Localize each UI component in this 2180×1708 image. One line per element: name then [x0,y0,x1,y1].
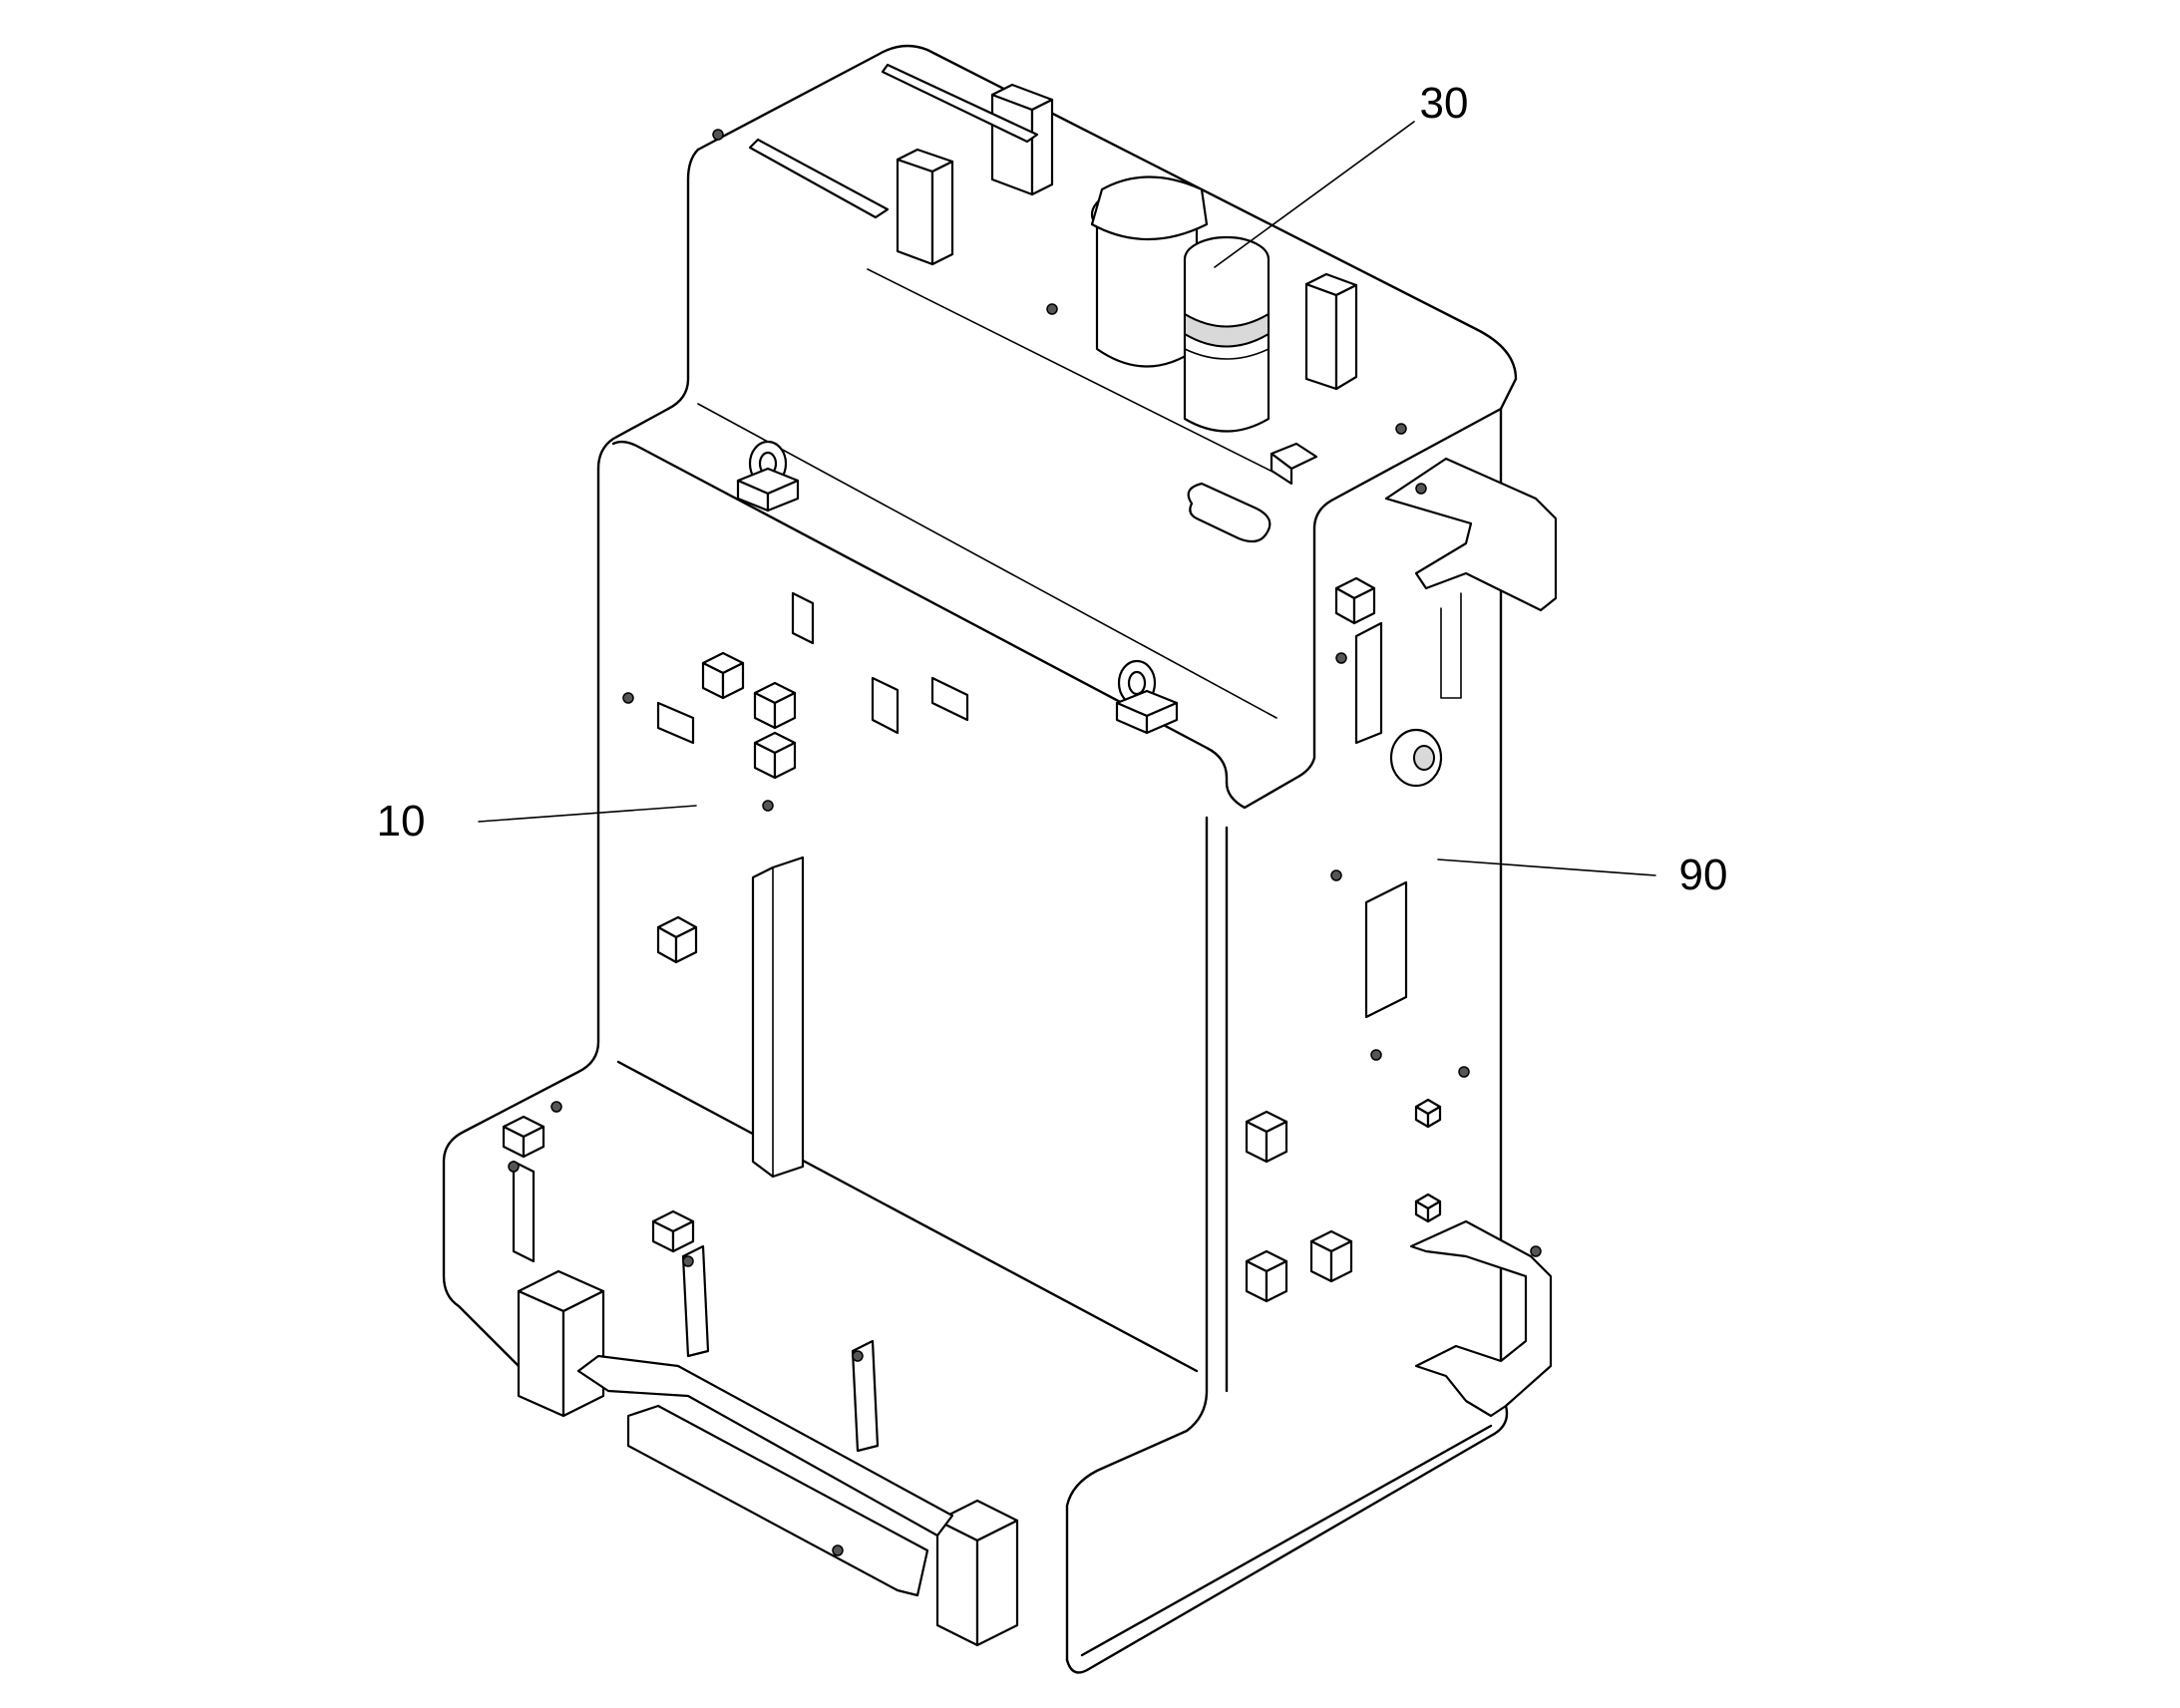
callout-90: 90 [1437,851,1728,899]
lifting-eye-left [736,440,800,512]
tank-body [442,44,1518,1674]
front-channel-bracket [751,855,805,1179]
callout-10: 10 [377,797,697,846]
leader-line-90 [1437,858,1656,876]
front-mounting-blocks [656,591,969,964]
top-mounting-hardware [748,63,1358,486]
callout-label-10: 10 [377,797,426,846]
lifting-eye-right [1115,659,1179,735]
leader-line-10 [478,805,697,823]
callout-label-30: 30 [1420,79,1469,128]
bolts [508,129,1542,1556]
breather-filter [1183,235,1271,433]
callout-label-90: 90 [1679,851,1728,899]
callout-30: 30 [1214,79,1469,268]
right-upper-bracket [1384,457,1558,699]
leader-line-30 [1214,121,1415,268]
right-lower-bracket [1409,1219,1553,1418]
right-face-hardware [1245,576,1443,1303]
nameplate [1187,482,1272,543]
bottom-mounting-hardware [502,1115,1019,1647]
filler-cap-assembly [1090,175,1209,368]
